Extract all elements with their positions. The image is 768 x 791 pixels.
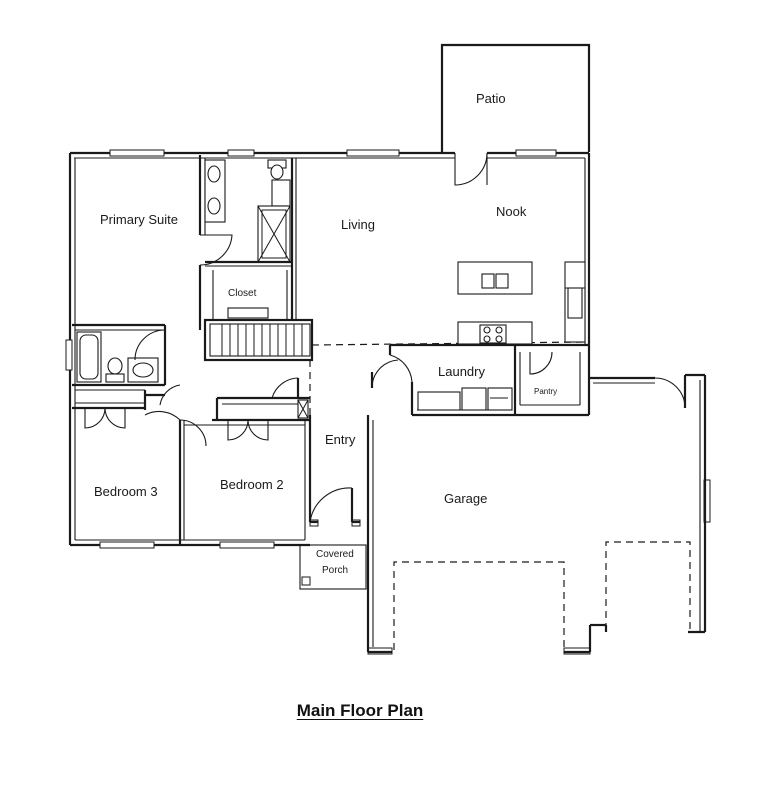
ceiling-line	[311, 341, 585, 346]
patio-area	[440, 43, 591, 152]
room-label-laundry: Laundry	[438, 364, 485, 379]
room-label-bedroom-3: Bedroom 3	[94, 484, 158, 499]
entry-porch	[299, 487, 367, 590]
kitchen-fixtures	[457, 261, 586, 345]
room-label-patio: Patio	[476, 91, 506, 106]
floor-plan-drawing: Patio Nook Living Primary Suite Closet L…	[65, 43, 711, 655]
room-label-bedroom-2: Bedroom 2	[220, 477, 284, 492]
room-label-garage: Garage	[444, 491, 487, 506]
patio-door	[454, 152, 488, 186]
room-label-covered-porch-line1: Covered	[316, 549, 354, 560]
primary-suite-walls	[72, 155, 297, 331]
room-label-living: Living	[341, 217, 375, 232]
laundry-pantry	[370, 343, 591, 417]
plan-title: Main Floor Plan	[296, 701, 424, 720]
windows	[65, 149, 711, 549]
room-label-closet: Closet	[228, 288, 257, 299]
stairs	[203, 318, 314, 362]
garage-walls	[366, 373, 707, 655]
room-label-entry: Entry	[325, 432, 356, 447]
hall-bath	[72, 325, 167, 391]
room-label-pantry: Pantry	[534, 387, 557, 396]
room-label-primary-suite: Primary Suite	[100, 212, 178, 227]
room-label-nook: Nook	[496, 204, 527, 219]
room-label-covered-porch-line2: Porch	[322, 565, 348, 576]
bedroom-closets	[72, 377, 310, 545]
